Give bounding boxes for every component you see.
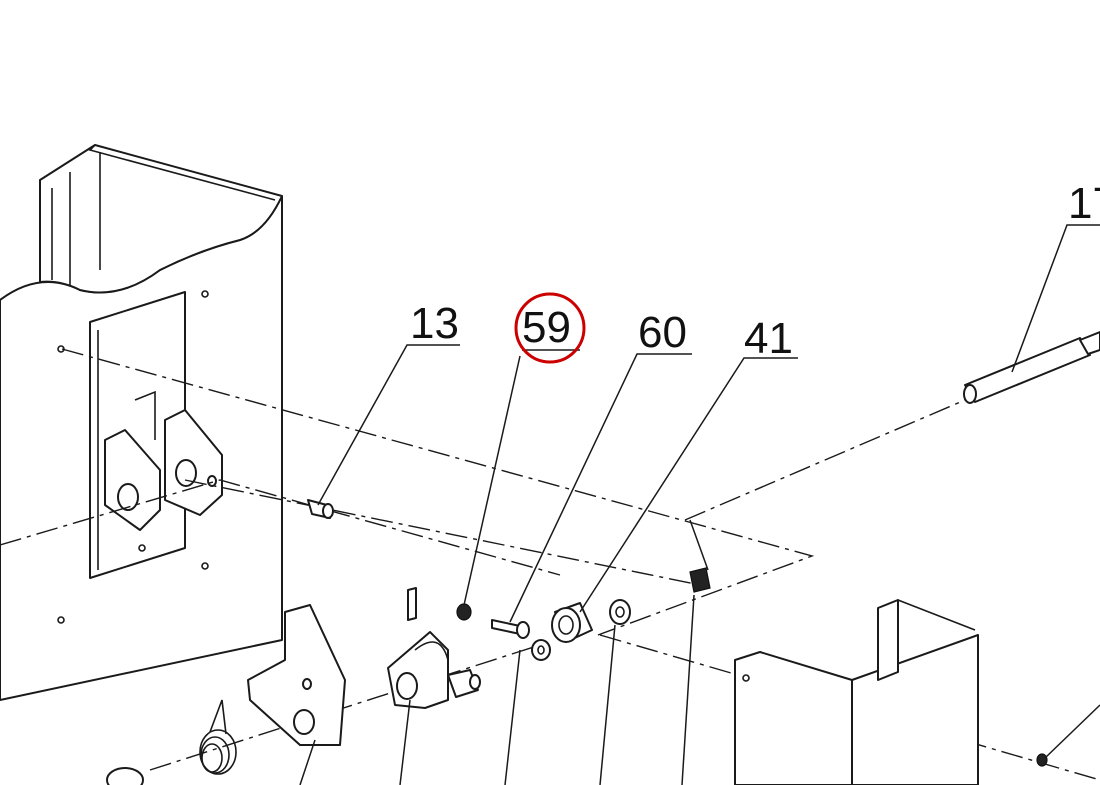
callout-13: 13 [410,299,459,348]
nut-part [456,603,472,621]
callout-60: 60 [638,308,687,357]
callout-13-label: 13 [410,299,459,348]
leader-lines [299,224,1100,785]
washer-bottom-left [106,767,144,785]
callout-60-label: 60 [638,308,687,357]
bracket-part [734,599,1048,785]
washer-small [531,639,551,661]
bushing-part [307,499,334,519]
washer-right [609,599,631,625]
shaft-part [963,331,1100,404]
center-lines [0,348,1100,781]
housing-plate [0,144,283,701]
callout-59-label: 59 [522,303,571,352]
callout-41-label: 41 [744,314,793,363]
torsion-spring [199,699,237,775]
callout-41: 41 [744,314,793,363]
callout-17-label: 17 [1068,179,1100,228]
callout-59: 59 [514,292,586,364]
lever-part [247,604,346,746]
callout-17: 17 [1068,179,1100,228]
square-nut [689,567,711,593]
highlight-circle [514,292,586,364]
screw-part [491,619,530,639]
roller-part [551,602,593,643]
cam-plate [387,587,481,709]
